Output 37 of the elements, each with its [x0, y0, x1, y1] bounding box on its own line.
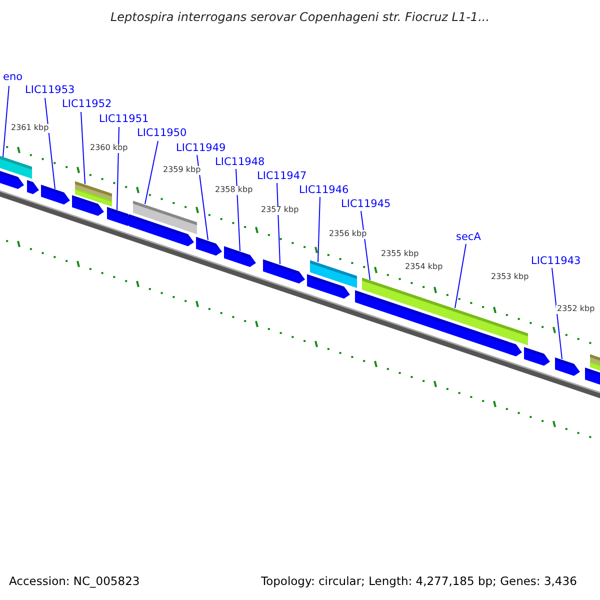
- leader-line: [144, 140, 158, 204]
- leader-line: [454, 244, 466, 308]
- leader-line: [196, 154, 208, 240]
- genome-info-text: Topology: circular; Length: 4,277,185 bp; Genes: 3,436: [261, 575, 577, 588]
- scale-label: 2354 kbp: [404, 263, 444, 272]
- scale-label: 2361 kbp: [10, 124, 50, 133]
- leader-line: [116, 126, 120, 210]
- scale-label: 2356 kbp: [328, 230, 368, 239]
- leader-line: [276, 182, 280, 264]
- gene-label: LIC11951: [99, 114, 149, 126]
- leader-line: [318, 196, 320, 262]
- leader-line: [236, 168, 240, 252]
- scale-label: 2358 kbp: [214, 186, 254, 195]
- gene-label: LIC11945: [341, 199, 391, 211]
- scale-label: 2357 kbp: [260, 206, 300, 215]
- leader-line: [44, 98, 56, 190]
- scale-label: 2355 kbp: [380, 250, 420, 259]
- gene-label: LIC11947: [257, 171, 307, 183]
- leader-line: [360, 210, 370, 280]
- leader-line: [552, 268, 562, 360]
- accession-text: Accession: NC_005823: [9, 575, 140, 588]
- gene-label: LIC11953: [25, 85, 75, 97]
- scale-label: 2360 kbp: [89, 144, 129, 153]
- gene-label: LIC11950: [137, 128, 187, 140]
- gene-label: LIC11943: [531, 256, 581, 268]
- scale-label: 2353 kbp: [490, 273, 530, 282]
- scale-label: 2359 kbp: [162, 166, 202, 175]
- gene-label: secA: [456, 232, 481, 244]
- leader-line: [80, 112, 86, 184]
- map-title: Leptospira interrogans serovar Copenhageni str. Fiocruz L1-1...: [109, 11, 491, 24]
- scale-label: 2352 kbp: [556, 305, 596, 314]
- leader-line: [2, 86, 10, 158]
- gene-label: LIC11946: [299, 185, 349, 197]
- gene-label: LIC11948: [215, 157, 265, 169]
- gene-label: LIC11949: [176, 143, 226, 155]
- gene-label: eno: [3, 72, 23, 84]
- gene-label: LIC11952: [62, 99, 112, 111]
